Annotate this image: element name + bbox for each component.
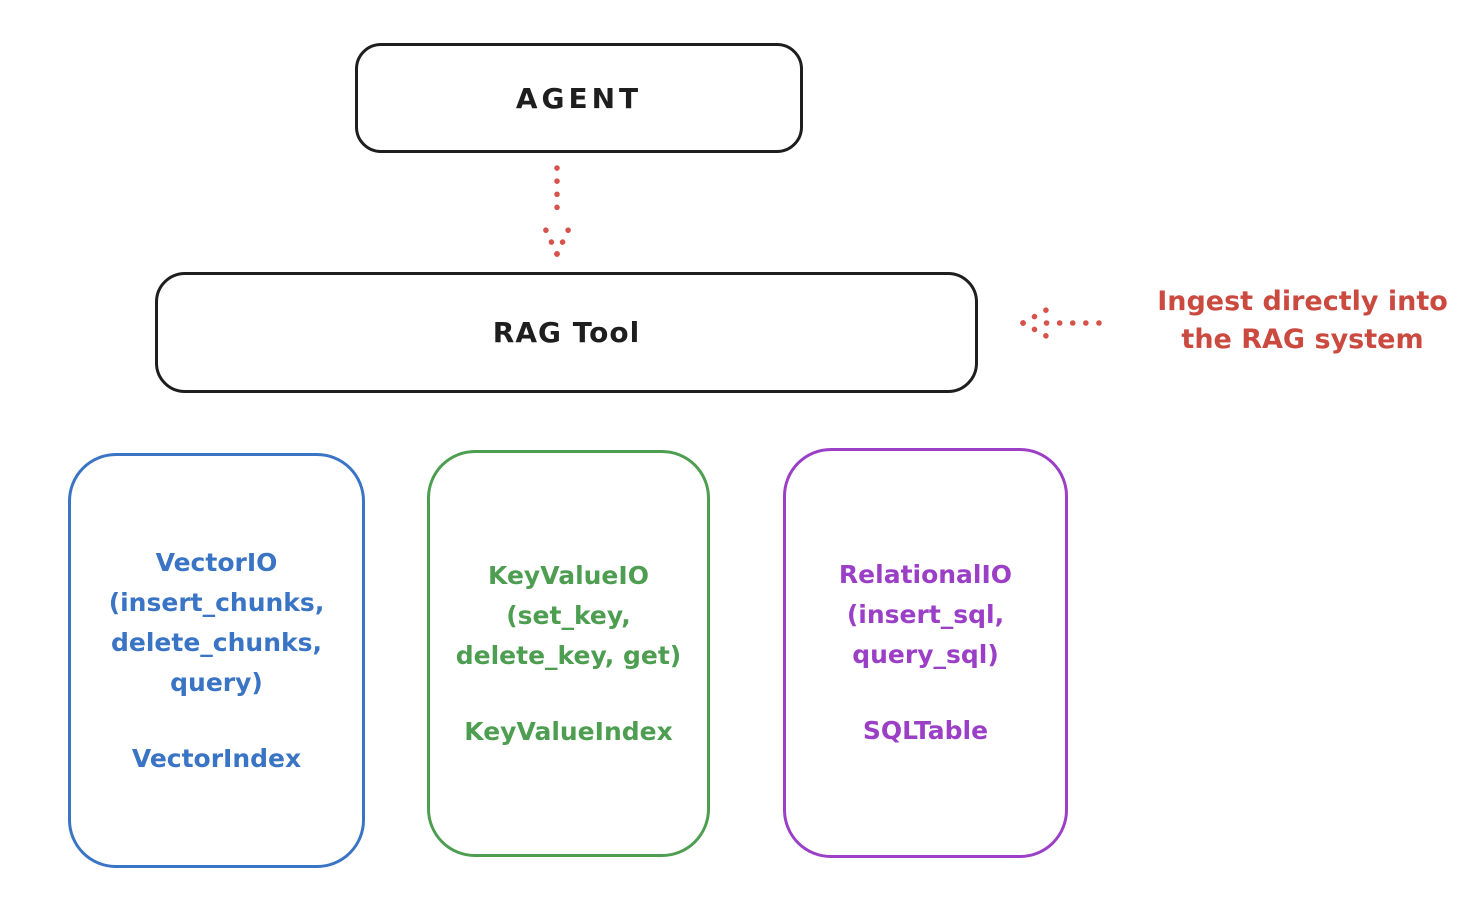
vector-index-label: VectorIndex [131, 743, 302, 773]
box-line: RelationalIO [838, 560, 1013, 589]
box-line: (insert_sql, [846, 600, 1005, 629]
relational-io-text: RelationalIO (insert_sql, query_sql) [839, 555, 1012, 675]
box-line: KeyValueIO [488, 560, 649, 590]
relational-io-box: RelationalIO (insert_sql, query_sql) SQL… [783, 448, 1068, 858]
ingest-annotation: Ingest directly into the RAG system [1125, 283, 1480, 359]
keyvalue-io-box: KeyValueIO (set_key, delete_key, get) Ke… [427, 450, 710, 857]
agent-box-label: AGENT [515, 81, 643, 115]
keyvalue-io-text: KeyValueIO (set_key, delete_key, get) [456, 556, 681, 676]
rag-tool-box: RAG Tool [155, 272, 978, 393]
box-line: (insert_chunks, [108, 587, 325, 617]
rag-tool-box-label: RAG Tool [492, 316, 641, 349]
dotted-arrow-left-icon [1020, 306, 1102, 340]
dotted-arrow-down-icon [540, 165, 574, 257]
keyvalue-index-label: KeyValueIndex [464, 716, 673, 746]
box-line: delete_chunks, [111, 627, 322, 657]
box-line: VectorIO [155, 547, 278, 577]
box-line: delete_key, get) [455, 640, 682, 670]
ingest-annotation-line2: the RAG system [1181, 324, 1424, 355]
box-line: (set_key, [506, 600, 631, 630]
agent-box: AGENT [355, 43, 803, 153]
vector-io-box: VectorIO (insert_chunks, delete_chunks, … [68, 453, 365, 868]
ingest-annotation-line1: Ingest directly into [1157, 286, 1448, 317]
vector-io-text: VectorIO (insert_chunks, delete_chunks, … [109, 543, 325, 703]
box-line: query) [170, 667, 263, 697]
box-line: query_sql) [852, 640, 999, 669]
sql-table-label: SQLTable [862, 716, 989, 745]
